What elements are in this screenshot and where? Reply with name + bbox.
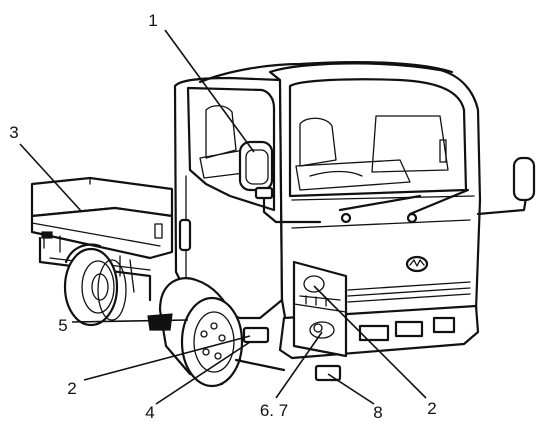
callout-labels: 1 2 2 3 4 5 6. 7 8 <box>9 11 436 422</box>
leader-lines <box>19 29 427 405</box>
fog-lamp <box>314 364 342 382</box>
right-mirror <box>476 156 536 216</box>
callout-1: 1 <box>148 11 157 30</box>
cab <box>173 60 482 360</box>
callout-8: 8 <box>373 403 382 422</box>
callout-6-7: 6. 7 <box>260 401 288 420</box>
callout-3: 3 <box>9 123 18 142</box>
callout-4: 4 <box>145 403 154 422</box>
callout-2-front: 2 <box>427 399 436 418</box>
left-mirror <box>238 140 322 224</box>
cargo-bed <box>30 176 174 302</box>
callout-5: 5 <box>58 316 67 335</box>
side-turn-lamp <box>242 326 270 344</box>
callout-2-side: 2 <box>67 379 76 398</box>
front-wheel <box>147 277 286 388</box>
rear-wheel <box>63 243 127 327</box>
headlamp-cluster <box>292 260 348 358</box>
